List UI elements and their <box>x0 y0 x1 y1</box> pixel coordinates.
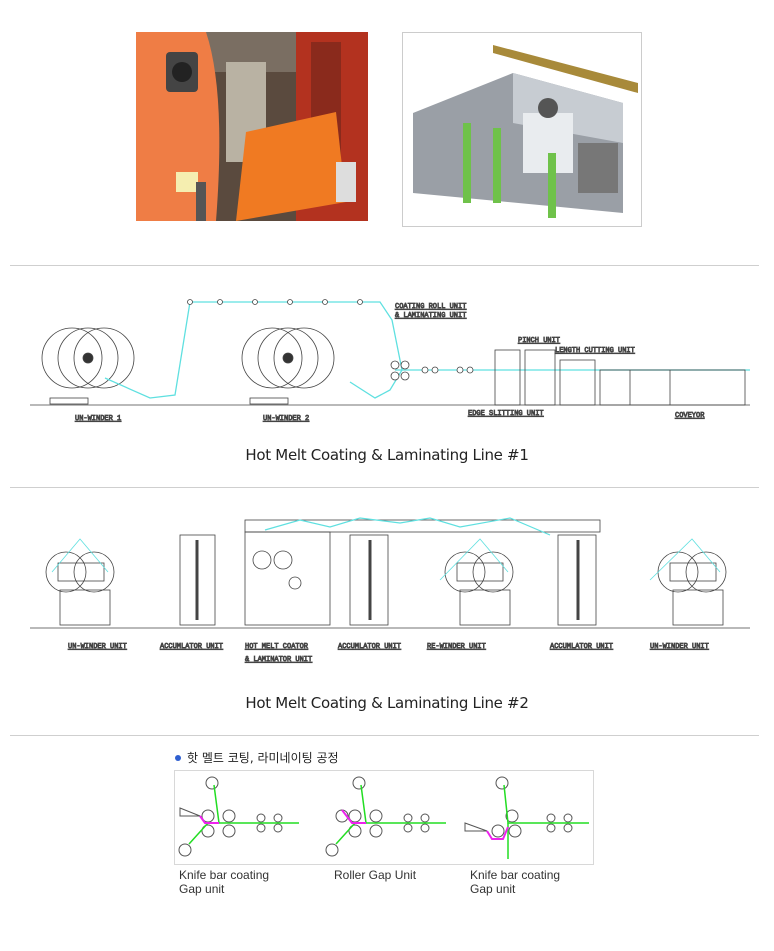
line2-diagram: UN-WINDER UNIT ACCUMLATOR UNIT HOT MELT … <box>30 515 750 665</box>
process-diagram-box <box>174 770 594 865</box>
label-unwinder-b: UN-WINDER UNIT <box>650 643 709 651</box>
label-accumulator-b: ACCUMLATOR UNIT <box>338 643 401 651</box>
process-heading: 핫 멜트 코팅, 라미네이팅 공정 <box>175 749 339 766</box>
label-coating-roll: COATING ROLL UNIT <box>395 303 466 311</box>
accumulator-a-drawing <box>179 534 216 626</box>
process-heading-text: 핫 멜트 코팅, 라미네이팅 공정 <box>187 751 339 765</box>
unwinder2-drawing <box>241 327 335 405</box>
bullet-icon <box>175 754 181 761</box>
knife-bar-unit-2 <box>464 776 589 859</box>
label-conveyor: COVEYOR <box>675 412 705 420</box>
section-divider <box>10 735 759 736</box>
unit-caption-1-line2: Gap unit <box>179 882 225 896</box>
accumulator-c-drawing <box>557 534 597 626</box>
label-length-cutting: LENGTH CUTTING UNIT <box>555 347 635 355</box>
unit-caption-3-line2: Gap unit <box>470 882 516 896</box>
label-unwinder-a: UN-WINDER UNIT <box>68 643 127 651</box>
label-pinch: PINCH UNIT <box>518 337 560 345</box>
label-laminator: & LAMINATOR UNIT <box>245 656 312 664</box>
unit-caption-3-line1: Knife bar coating <box>470 868 561 882</box>
coater-drawing <box>244 531 331 626</box>
label-unwinder1: UN-WINDER 1 <box>75 415 121 423</box>
unwinder1-drawing <box>41 327 135 405</box>
rewinder-drawing <box>439 538 514 626</box>
unit-caption-2: Roller Gap Unit <box>334 868 416 882</box>
line1-diagram: UN-WINDER 1 UN-WINDER 2 COATING ROLL UNI… <box>30 290 760 430</box>
unit-caption-1: Knife bar coating Gap unit <box>179 868 269 896</box>
label-edge-slitting: EDGE SLITTING UNIT <box>468 410 544 418</box>
label-rewinder: RE-WINDER UNIT <box>427 643 486 651</box>
label-accumulator-c: ACCUMLATOR UNIT <box>550 643 613 651</box>
label-coater: HOT MELT COATOR <box>245 643 309 651</box>
knife-bar-unit-1 <box>178 776 299 857</box>
unwinder-a-drawing <box>45 538 115 626</box>
unwinder-b-drawing <box>649 538 727 626</box>
roller-gap-unit <box>325 776 446 857</box>
accumulator-b-drawing <box>349 534 389 626</box>
unit-caption-2-line1: Roller Gap Unit <box>334 868 417 882</box>
section-divider <box>10 487 759 488</box>
label-unwinder2: UN-WINDER 2 <box>263 415 309 423</box>
line2-caption: Hot Melt Coating & Laminating Line #2 <box>245 694 529 712</box>
unit-caption-3: Knife bar coating Gap unit <box>470 868 560 896</box>
label-laminating: & LAMINATING UNIT <box>395 312 466 320</box>
label-accumulator-a: ACCUMLATOR UNIT <box>160 643 223 651</box>
section-divider <box>10 265 759 266</box>
coating-line-photo-orange <box>136 32 368 221</box>
laminating-line-photo-machine <box>402 32 642 227</box>
unit-caption-1-line1: Knife bar coating <box>179 868 270 882</box>
line1-caption: Hot Melt Coating & Laminating Line #1 <box>245 446 529 464</box>
